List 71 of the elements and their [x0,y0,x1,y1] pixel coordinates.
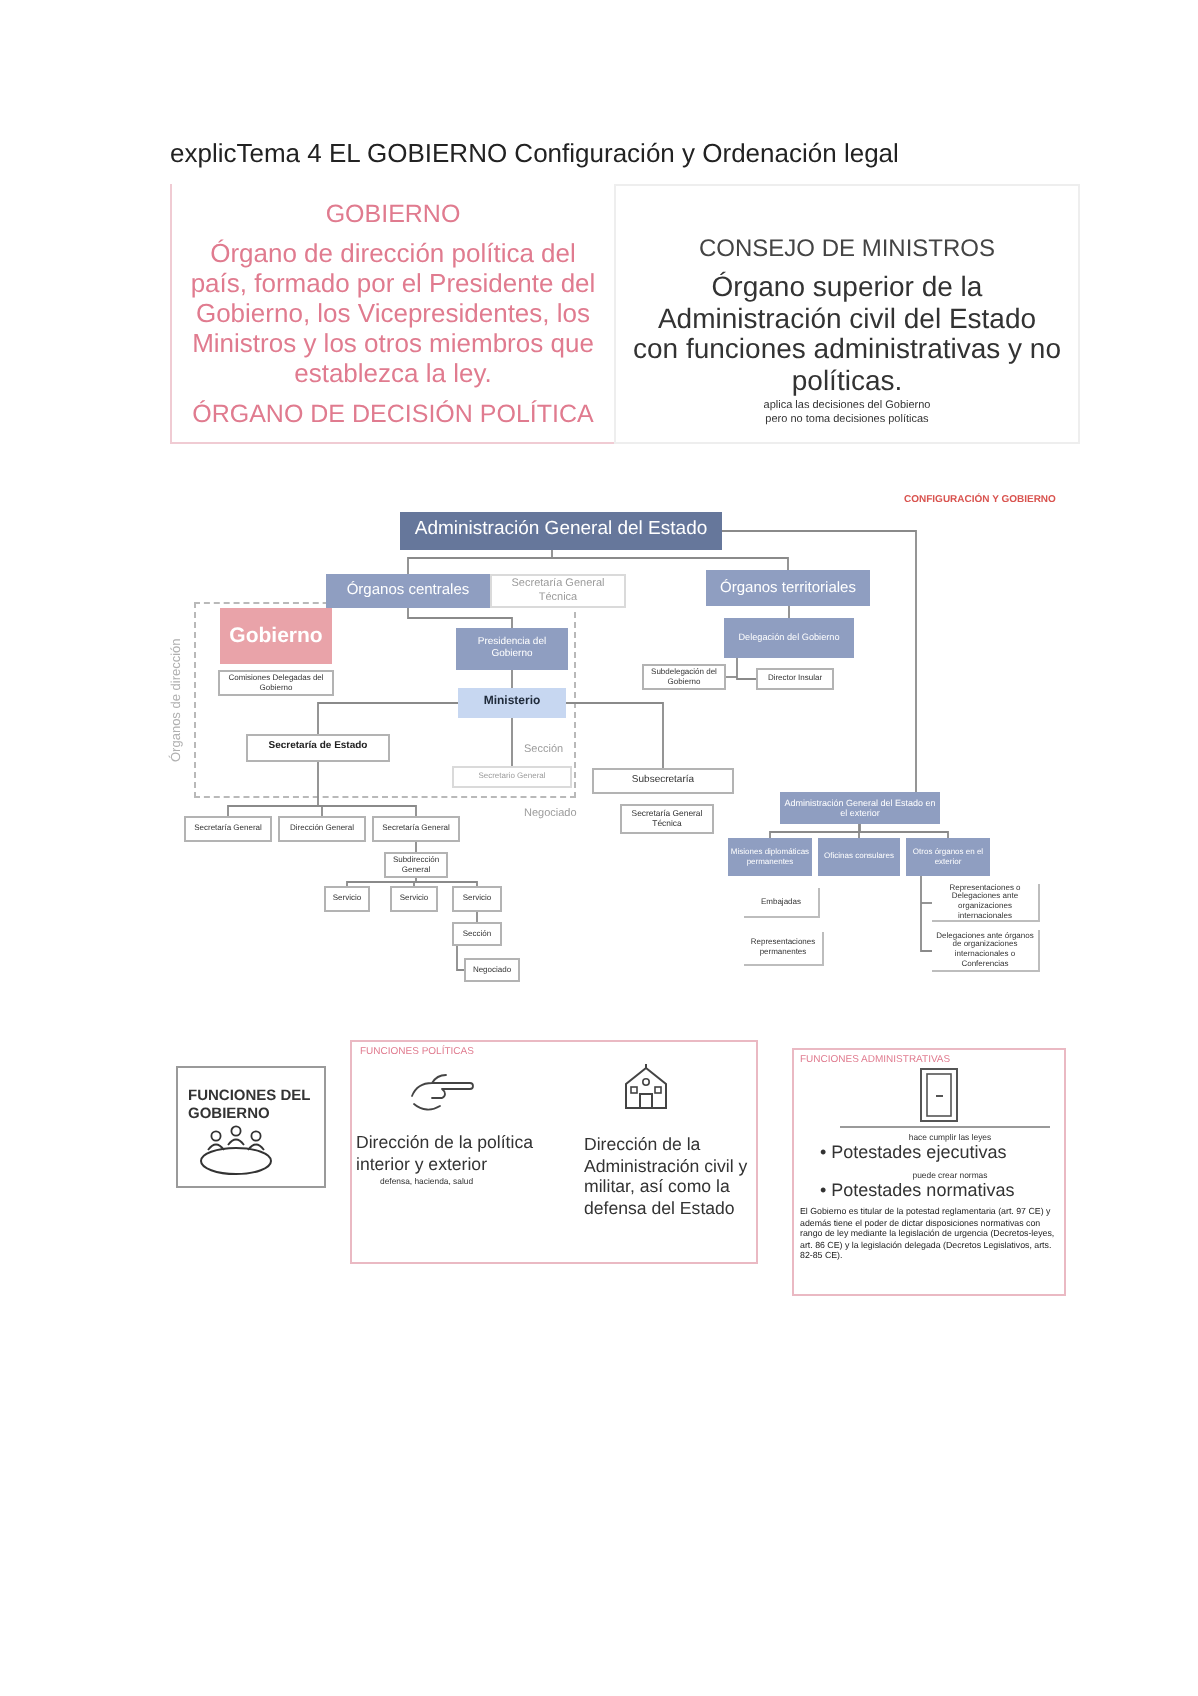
org-chart-box [458,688,566,718]
org-chart-box [706,570,870,606]
bullet-item: • Potestades ejecutivas [820,1142,1009,1164]
connector-line [456,945,465,971]
connector-line [511,717,513,767]
connector-line [407,607,513,629]
org-chart-box [452,922,502,946]
connector-line [565,702,664,769]
org-chart-box [218,670,334,696]
info-panel [792,1048,1066,1296]
panel-text: Órgano de dirección política del país, formado por el Presidente del Gobierno, los Vicepresidentes, los Ministros y los otros miembros que establezca la ley. [188,238,598,388]
connector-line [920,902,933,904]
connector-line [415,881,478,887]
connector-line [721,530,917,793]
connector-line [227,805,319,817]
org-chart-box [400,512,722,550]
info-panel [176,1066,326,1188]
connector-line [346,881,417,887]
org-chart-box [384,852,448,878]
org-chart-box [756,668,834,690]
org-chart-box [452,766,572,788]
org-chart-box [642,664,726,690]
connector-line [858,823,860,839]
panel-heading: GOBIERNO [323,200,463,230]
unit-label: Administración General del Estado [412,520,710,542]
connector-line [725,676,738,678]
connector-line [920,902,933,952]
connector-line [551,557,789,571]
connector-line [511,669,513,689]
panel-heading: CONSEJO DE MINISTROS [696,234,997,262]
connector-line [736,676,757,680]
connector-line [859,831,949,839]
panel-tagline: ÓRGANO DE DECISIÓN POLÍTICA [190,400,596,430]
info-panel [170,184,614,444]
org-chart-box [220,608,332,664]
connector-line [788,605,790,619]
connector-line [769,831,861,839]
bullet-item: • Potestades normativas [820,1180,1017,1202]
org-chart-box [278,816,366,842]
connector-line [920,875,922,904]
org-chart-box [592,768,734,794]
org-chart-box [728,838,812,876]
org-chart-box [372,816,460,842]
org-chart-box [620,804,714,834]
org-chart-box [464,958,520,982]
org-chart-box [390,886,438,912]
info-panel [614,184,1080,444]
org-chart-box [246,734,390,762]
org-chart-box [818,838,900,876]
connector-line [317,761,319,807]
org-chart-box [724,618,854,658]
org-chart-box [456,628,568,670]
info-panel [350,1040,758,1264]
org-chart-box [490,574,626,608]
org-chart-box [452,886,502,912]
connector-line [317,805,417,817]
function-text: Dirección de la política interior y exterior [356,1132,536,1174]
connector-line [317,702,459,735]
panel-text: Órgano superior de la Administración civil del Estado con funciones administrativas y no políticas. [632,272,1062,396]
org-chart-box [184,816,272,842]
page-title: explicTema 4 EL GOBIERNO Configuración y Ordenación legal [170,138,899,170]
connector-line [415,841,417,853]
org-chart-box [906,838,990,876]
org-chart-box [326,574,490,608]
function-text: Dirección de la Administración civil y militar, así como la defensa del Estado [584,1134,750,1218]
org-chart-box [324,886,370,912]
unit-label: Gobierno [227,623,325,649]
connector-line [407,557,553,575]
connector-line [551,549,553,559]
connector-line [736,657,738,678]
connector-line [476,911,478,923]
